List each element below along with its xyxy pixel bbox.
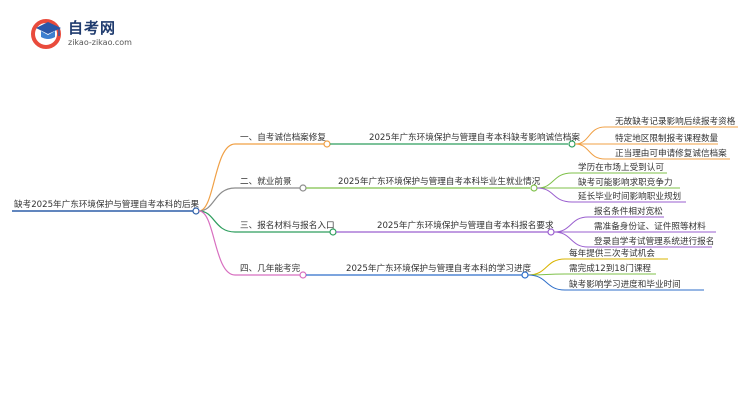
branch-3[interactable]: 三、报名材料与报名入口 2025年广东环境保护与管理自考本科报名要求 报名条件相…: [235, 205, 716, 248]
graduation-cap-icon: [31, 19, 61, 49]
root-label: 缺考2025年广东环境保护与管理自考本科的后果: [14, 198, 200, 210]
root-node[interactable]: 缺考2025年广东环境保护与管理自考本科的后果: [12, 198, 200, 215]
leaf-connector-2-1: [536, 172, 573, 189]
branch-2-sub-label: 2025年广东环境保护与管理自考本科毕业生就业情况: [338, 175, 541, 187]
leaf-1-1: 无故缺考记录影响后续报考资格: [615, 115, 736, 127]
root-dot: [192, 207, 200, 215]
site-logo[interactable]: 自考网 zikao-zikao.com: [30, 14, 180, 54]
branch-3-sub-label: 2025年广东环境保护与管理自考本科报名要求: [377, 219, 554, 231]
leaf-3-1: 报名条件相对宽松: [594, 205, 663, 217]
leaf-3-3: 登录自学考试管理系统进行报名: [594, 235, 714, 247]
leaf-1-3: 正当理由可申请修复诚信档案: [615, 147, 727, 159]
leaf-connector-4-1: [527, 258, 566, 276]
leaf-4-2: 需完成12到18门课程: [569, 262, 651, 274]
leaf-2-3: 延长毕业时间影响职业规划: [578, 190, 681, 202]
branch-1-sub-dot: [568, 140, 576, 148]
leaf-4-3: 缺考影响学习进度和毕业时间: [569, 278, 681, 290]
branch-4-dot: [299, 271, 307, 279]
branch-3-sub-dot: [547, 228, 555, 236]
branch-2-sub-dot: [530, 184, 538, 192]
leaf-2-2: 缺考可能影响求职竞争力: [578, 176, 673, 188]
leaf-connector-3-3: [553, 231, 589, 248]
leaf-3-2: 需准备身份证、证件照等材料: [594, 220, 706, 232]
branch-2-dot: [299, 184, 307, 192]
leaf-connector-2-3: [536, 187, 573, 203]
branch-4-label: 四、几年能考完: [240, 262, 301, 274]
connector-branch-2: [198, 187, 236, 212]
branch-1-label: 一、自考诚信档案修复: [240, 131, 326, 143]
leaf-1-2: 特定地区限制报考课程数量: [615, 132, 719, 144]
leaf-2-1: 学历在市场上受到认可: [578, 161, 664, 173]
leaf-connector-1-3: [574, 143, 606, 160]
site-title: 自考网: [68, 19, 117, 37]
branch-3-dot: [329, 228, 337, 236]
branch-1[interactable]: 一、自考诚信档案修复 2025年广东环境保护与管理自考本科缺考影响诚信档案 无故…: [235, 115, 738, 160]
branch-1-sub-label: 2025年广东环境保护与管理自考本科缺考影响诚信档案: [369, 131, 580, 143]
branch-2[interactable]: 二、就业前景 2025年广东环境保护与管理自考本科毕业生就业情况 学历在市场上受…: [235, 161, 686, 203]
connector-branch-4: [198, 210, 236, 276]
branch-4-sub-dot: [521, 271, 529, 279]
site-domain: zikao-zikao.com: [68, 38, 132, 47]
connector-branch-1: [198, 143, 236, 212]
leaf-4-1: 每年提供三次考试机会: [569, 247, 655, 259]
branch-4[interactable]: 四、几年能考完 2025年广东环境保护与管理自考本科的学习进度 每年提供三次考试…: [235, 247, 704, 291]
branch-4-sub-label: 2025年广东环境保护与管理自考本科的学习进度: [346, 262, 532, 274]
branch-1-dot: [323, 140, 331, 148]
leaf-connector-3-1: [553, 216, 589, 233]
branch-2-label: 二、就业前景: [240, 175, 292, 187]
leaf-connector-4-3: [527, 274, 566, 291]
branch-3-label: 三、报名材料与报名入口: [240, 219, 335, 231]
